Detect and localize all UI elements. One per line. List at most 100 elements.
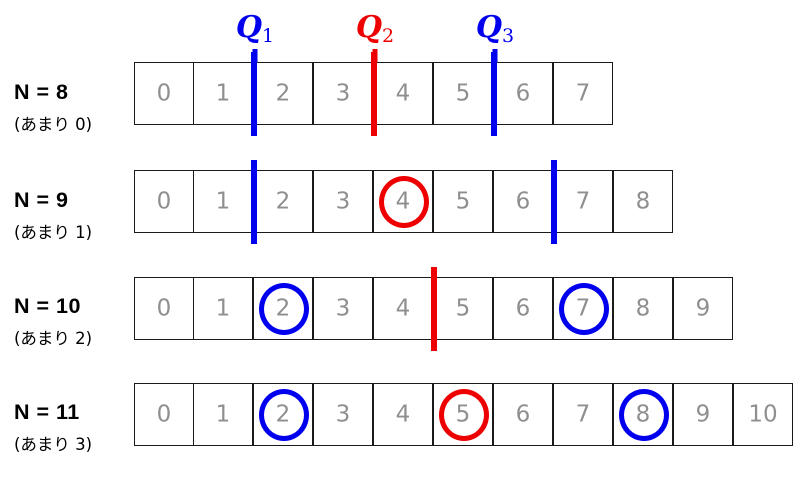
data-cell-value: 6 — [515, 295, 531, 321]
quartile-label-q3: Q3 — [475, 10, 514, 46]
data-cell: 0 — [134, 62, 194, 125]
data-cell-value: 9 — [695, 401, 711, 427]
data-cell: 3 — [313, 383, 373, 446]
quartile-label-subscript: 1 — [262, 25, 275, 47]
data-cell: 9 — [673, 277, 733, 340]
data-cell-value: 4 — [395, 188, 411, 214]
data-cell: 7 — [553, 277, 613, 340]
data-cell-value: 5 — [455, 80, 471, 106]
data-cell-value: 5 — [455, 188, 471, 214]
quartile-label-base: Q — [475, 10, 503, 45]
data-cell-value: 1 — [215, 295, 231, 321]
data-cell-value: 3 — [335, 295, 351, 321]
data-cell: 1 — [193, 62, 253, 125]
data-cell: 8 — [613, 170, 673, 233]
dataset-row-n10: N = 10 (あまり 2) 0 1 2 3 4 5 6 7 8 9 — [0, 267, 812, 351]
data-cell-value: 5 — [455, 295, 471, 321]
data-cell: 2 — [253, 383, 313, 446]
data-cell: 1 — [193, 277, 253, 340]
data-cell-value: 4 — [395, 295, 411, 321]
data-cell-value: 1 — [215, 188, 231, 214]
data-cell-value: 8 — [635, 295, 651, 321]
row-n-label: N = 8 — [14, 80, 69, 104]
data-cell-value: 2 — [275, 80, 291, 106]
data-cell: 0 — [134, 277, 194, 340]
row-remainder-label: (あまり 0) — [14, 115, 93, 134]
data-cell: 0 — [134, 383, 194, 446]
quartile-divider-q2-divider — [371, 52, 377, 136]
data-cell: 9 — [673, 383, 733, 446]
data-cell-value: 4 — [395, 80, 411, 106]
data-cell: 3 — [313, 62, 373, 125]
data-cell: 6 — [493, 277, 553, 340]
data-cell-value: 0 — [156, 188, 172, 214]
row-label-n8: N = 8 (あまり 0) — [14, 80, 134, 135]
data-cell: 2 — [253, 170, 313, 233]
data-cell-value: 8 — [635, 401, 651, 427]
data-cell: 8 — [613, 383, 673, 446]
data-cell: 1 — [193, 170, 253, 233]
data-cell-value: 3 — [335, 80, 351, 106]
quartile-label-subscript: 2 — [382, 25, 395, 47]
quartile-divider-q3-divider — [551, 160, 557, 244]
quartile-divider-q1-divider — [251, 52, 257, 136]
row-n-label: N = 9 — [14, 188, 69, 212]
data-cell: 6 — [493, 383, 553, 446]
data-cell: 7 — [553, 383, 613, 446]
row-label-n10: N = 10 (あまり 2) — [14, 294, 134, 349]
data-cell-value: 6 — [515, 401, 531, 427]
data-cell: 2 — [253, 277, 313, 340]
quartile-label-q2: Q2 — [355, 10, 394, 46]
data-cell-value: 5 — [455, 401, 471, 427]
data-cell: 6 — [493, 170, 553, 233]
data-cell-value: 2 — [275, 295, 291, 321]
data-cell: 5 — [433, 277, 493, 340]
data-cell-value: 6 — [515, 188, 531, 214]
quartile-label-base: Q — [355, 10, 383, 45]
data-cell: 0 — [134, 170, 194, 233]
row-remainder-label: (あまり 1) — [14, 223, 93, 242]
data-cell: 1 — [193, 383, 253, 446]
data-cell-value: 7 — [575, 295, 591, 321]
data-cell-value: 3 — [335, 188, 351, 214]
cell-strip-n10: 0 1 2 3 4 5 6 7 8 9 — [134, 277, 734, 340]
data-cell: 4 — [373, 62, 433, 125]
data-cell: 10 — [733, 383, 793, 446]
cell-strip-n8: 0 1 2 3 4 5 6 7 — [134, 62, 614, 125]
row-n-label: N = 10 — [14, 294, 81, 318]
data-cell-value: 2 — [275, 188, 291, 214]
data-cell-value: 0 — [156, 295, 172, 321]
data-cell-value: 8 — [635, 188, 651, 214]
data-cell-value: 0 — [156, 401, 172, 427]
data-cell-value: 3 — [335, 401, 351, 427]
data-cell-value: 7 — [575, 80, 591, 106]
data-cell-value: 1 — [215, 80, 231, 106]
data-cell: 2 — [253, 62, 313, 125]
data-cell-value: 2 — [275, 401, 291, 427]
data-cell-value: 4 — [395, 401, 411, 427]
quartile-divider-q1-divider — [251, 160, 257, 244]
data-cell: 3 — [313, 277, 373, 340]
data-cell: 4 — [373, 277, 433, 340]
row-label-n9: N = 9 (あまり 1) — [14, 188, 134, 243]
data-cell: 5 — [433, 383, 493, 446]
row-remainder-label: (あまり 2) — [14, 329, 93, 348]
data-cell: 7 — [553, 170, 613, 233]
data-cell-value: 6 — [515, 80, 531, 106]
data-cell: 7 — [553, 62, 613, 125]
data-cell: 6 — [493, 62, 553, 125]
data-cell-value: 0 — [156, 80, 172, 106]
data-cell: 3 — [313, 170, 373, 233]
data-cell: 4 — [373, 170, 433, 233]
row-label-n11: N = 11(あまり 3) — [14, 400, 134, 455]
data-cell: 4 — [373, 383, 433, 446]
dataset-row-n8: N = 8 (あまり 0) 0 1 2 3 4 5 6 7 — [0, 52, 812, 136]
quartile-label-q1: Q1 — [236, 13, 274, 46]
data-cell-value: 9 — [695, 295, 711, 321]
quartile-divider-q2-divider — [431, 267, 437, 351]
